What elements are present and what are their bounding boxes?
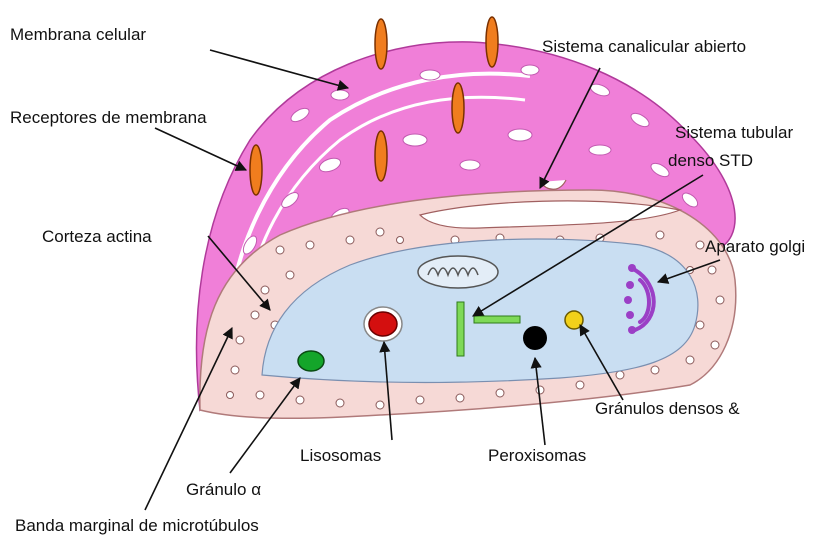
label-peroxisomas: Peroxisomas [488,446,586,465]
label-banda-marginal: Banda marginal de microtúbulos [15,516,259,535]
alpha-granule [298,351,324,371]
label-granulo-alfa: Gránulo α [186,480,261,499]
label-granulos-densos: Gránulos densos & [595,399,740,418]
mitochondrion [418,256,498,288]
label-receptores: Receptores de membrana [10,108,207,127]
label-lisosomas: Lisosomas [300,446,381,465]
label-corteza-actina: Corteza actina [42,227,152,246]
label-membrana-celular: Membrana celular [10,25,146,44]
label-sistema-canalicular: Sistema canalicular abierto [542,37,746,56]
lysosome [364,307,402,341]
peroxisome [523,326,547,350]
label-sistema-tubular-2: denso STD [668,151,753,170]
label-sistema-tubular-1: Sistema tubular [675,123,793,142]
label-aparato-golgi: Aparato golgi [705,237,805,256]
